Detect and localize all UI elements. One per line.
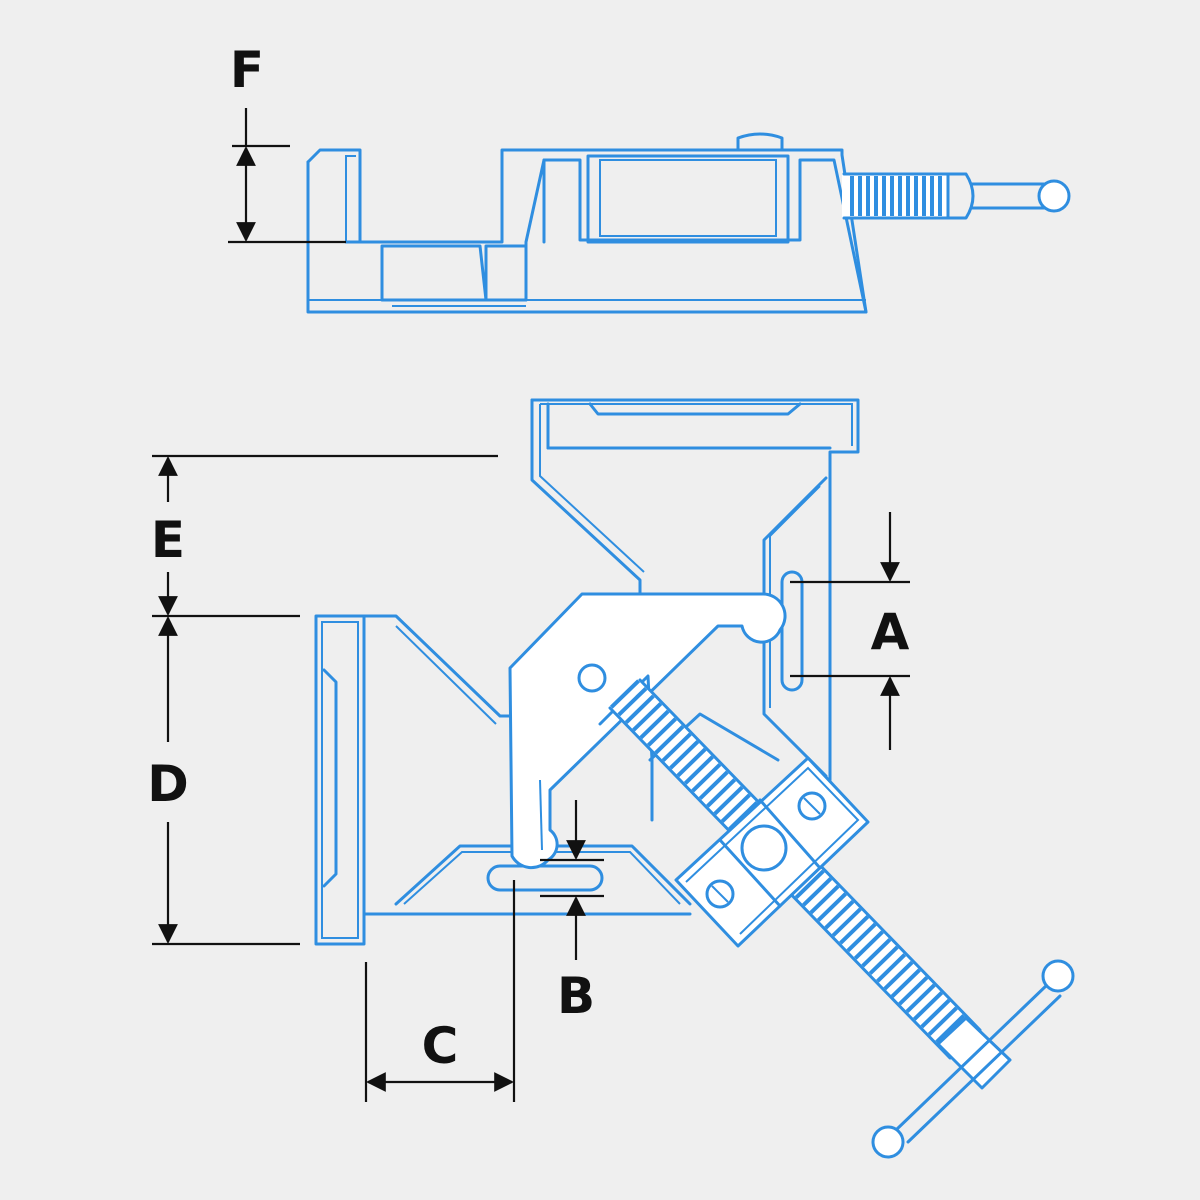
screw-thread [639, 709, 670, 740]
screw-thread [691, 763, 722, 793]
screw-thread [809, 884, 840, 915]
screw-thread [713, 785, 744, 816]
dimension-label-c: C [421, 1017, 459, 1075]
screw-thread [913, 991, 944, 1021]
screw-thread [861, 938, 892, 968]
screw-thread [802, 877, 833, 907]
side-view [306, 132, 1071, 314]
screw-thread [632, 702, 663, 732]
dimension-label-d: D [147, 755, 189, 813]
screw-thread [905, 983, 936, 1014]
screw-thread [669, 740, 700, 770]
screw-thread [683, 755, 714, 785]
screw-thread [898, 976, 929, 1006]
plan-view [314, 398, 1075, 1159]
screw-thread [661, 732, 692, 762]
screw-thread [890, 968, 921, 998]
dimension-label-e: E [150, 511, 186, 569]
screw-thread [927, 1006, 958, 1036]
screw-thread [654, 724, 685, 755]
dimension-lines [152, 108, 910, 1102]
dimension-label-b: B [556, 967, 596, 1025]
screw-thread [610, 679, 640, 709]
screw-thread [935, 1014, 966, 1044]
screw-thread [816, 892, 847, 922]
dimension-label-a: A [870, 603, 910, 661]
screw-thread [853, 930, 884, 960]
dimension-label-f: F [229, 41, 265, 99]
screw-thread [824, 899, 855, 930]
screw-thread [920, 998, 951, 1029]
screw-thread [883, 960, 914, 991]
screw-thread [646, 717, 677, 747]
screw-thread [706, 778, 737, 808]
screw-thread [876, 953, 907, 983]
screw-thread [868, 945, 899, 975]
screw-thread [676, 747, 707, 778]
screw-thread [794, 869, 825, 899]
screw-thread [624, 694, 655, 724]
screw-thread [839, 915, 870, 945]
screw-thread [698, 770, 729, 800]
screw-thread [720, 793, 751, 823]
screw-thread [846, 922, 877, 953]
screw-thread [831, 907, 862, 937]
screw-thread [617, 686, 648, 717]
